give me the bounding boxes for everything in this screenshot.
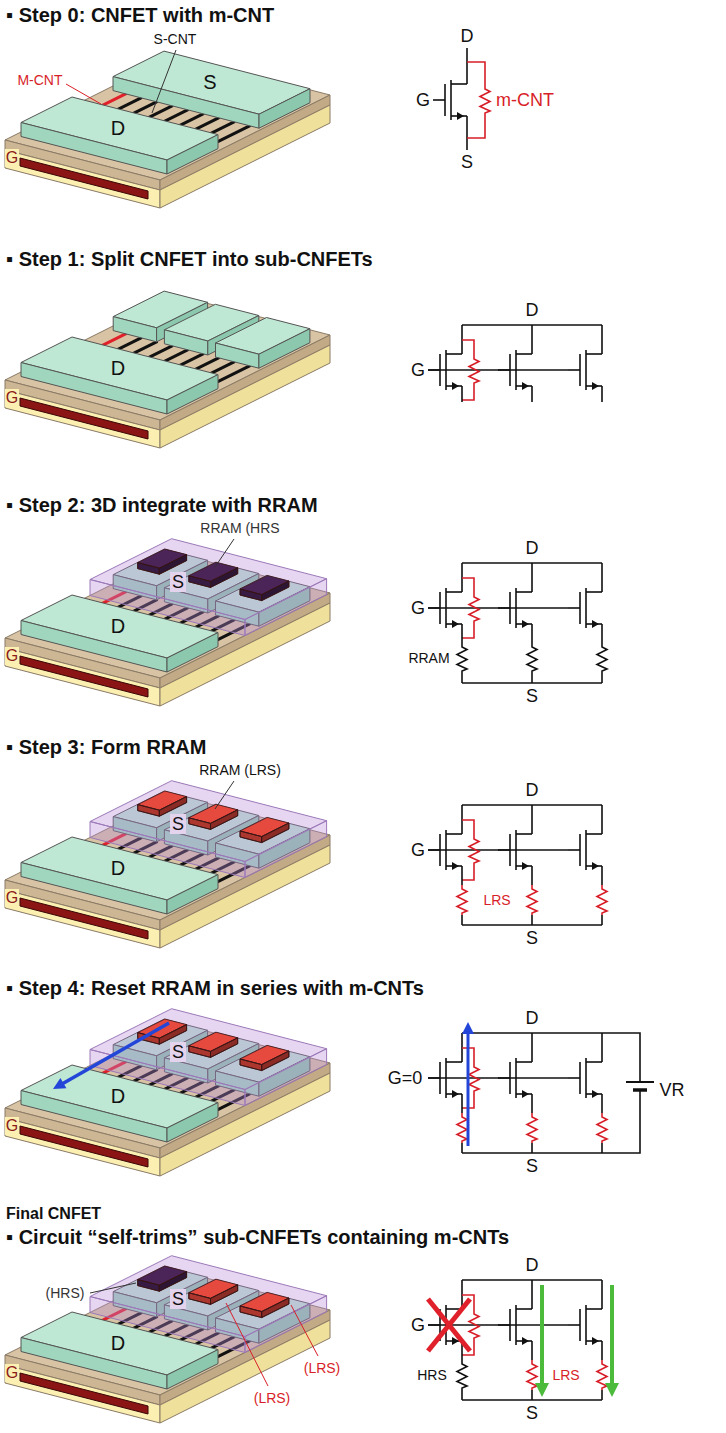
terminal-label: VR	[659, 1080, 684, 1101]
component-label: HRS	[417, 1367, 447, 1383]
device-illustration	[5, 781, 330, 948]
leader-line	[226, 1303, 268, 1386]
transistor-schematic	[428, 325, 602, 402]
terminal-label: S	[526, 1403, 538, 1424]
electrode-label: D	[111, 117, 125, 140]
component-label: LRS	[552, 1367, 579, 1383]
step-heading: ▪ Step 0: CNFET with m-CNT	[6, 4, 274, 27]
callout-label: S-CNT	[154, 31, 197, 47]
terminal-label: G	[411, 1315, 425, 1336]
terminal-label: D	[461, 26, 474, 47]
device-illustration	[5, 1256, 330, 1423]
terminal-label: S	[526, 928, 538, 949]
terminal-label: G	[411, 598, 425, 619]
terminal-label: D	[526, 538, 539, 559]
step-heading: ▪ Step 4: Reset RRAM in series with m-CN…	[6, 977, 424, 1000]
leader-line	[66, 84, 101, 104]
transistor-schematic	[428, 805, 607, 925]
leader-line	[215, 781, 234, 809]
gate-label: G	[5, 389, 19, 407]
callout-label: (LRS)	[254, 1390, 291, 1406]
electrode-label: S	[170, 572, 186, 593]
step-heading: ▪ Circuit “self-trims” sub-CNFETs contai…	[6, 1226, 509, 1249]
gate-label: G	[5, 647, 19, 665]
electrode-label: D	[111, 615, 125, 638]
electrode-label: S	[203, 71, 216, 94]
device-illustration	[5, 291, 330, 448]
terminal-label: S	[526, 686, 538, 707]
terminal-label: G	[411, 840, 425, 861]
device-illustration	[5, 50, 330, 208]
electrode-label: S	[170, 814, 186, 835]
callout-label: RRAM (LRS)	[199, 762, 281, 778]
transistor-schematic	[433, 48, 490, 150]
gate-label: G	[5, 1117, 19, 1135]
step-heading: ▪ Step 1: Split CNFET into sub-CNFETs	[6, 248, 373, 271]
device-illustration	[5, 539, 330, 706]
terminal-label: S	[526, 1156, 538, 1177]
terminal-label: G=0	[388, 1068, 423, 1089]
gate-label: G	[5, 889, 19, 907]
leader-line	[90, 1283, 136, 1293]
terminal-label: D	[526, 1008, 539, 1029]
gate-label: G	[5, 1364, 19, 1382]
electrode-label: D	[111, 357, 125, 380]
electrode-label: D	[111, 857, 125, 880]
callout-label: M-CNT	[17, 72, 62, 88]
terminal-label: m-CNT	[496, 90, 554, 111]
device-illustration	[5, 1009, 330, 1176]
terminal-label: S	[461, 152, 473, 173]
terminal-label: G	[411, 360, 425, 381]
leader-line	[152, 50, 176, 113]
electrode-label: D	[111, 1085, 125, 1108]
transistor-schematic	[428, 1022, 654, 1153]
component-label: LRS	[483, 892, 510, 908]
terminal-label: D	[526, 1255, 539, 1276]
electrode-label: D	[111, 1332, 125, 1355]
terminal-label: D	[526, 300, 539, 321]
electrode-label: S	[170, 1042, 186, 1063]
callout-label: (HRS)	[46, 1285, 85, 1301]
gate-label: G	[5, 149, 19, 167]
section-heading: Final CNFET	[6, 1205, 101, 1223]
callout-label: (LRS)	[304, 1360, 341, 1376]
step-heading: ▪ Step 2: 3D integrate with RRAM	[6, 494, 318, 517]
transistor-schematic	[428, 563, 607, 683]
transistor-schematic	[428, 1280, 619, 1400]
step-heading: ▪ Step 3: Form RRAM	[6, 736, 206, 759]
terminal-label: D	[526, 780, 539, 801]
leader-line	[291, 1305, 318, 1356]
callout-label: RRAM (HRS	[200, 520, 279, 536]
terminal-label: G	[416, 90, 430, 111]
leader-line	[215, 539, 234, 567]
electrode-label: S	[170, 1289, 186, 1310]
component-label: RRAM	[408, 650, 449, 666]
